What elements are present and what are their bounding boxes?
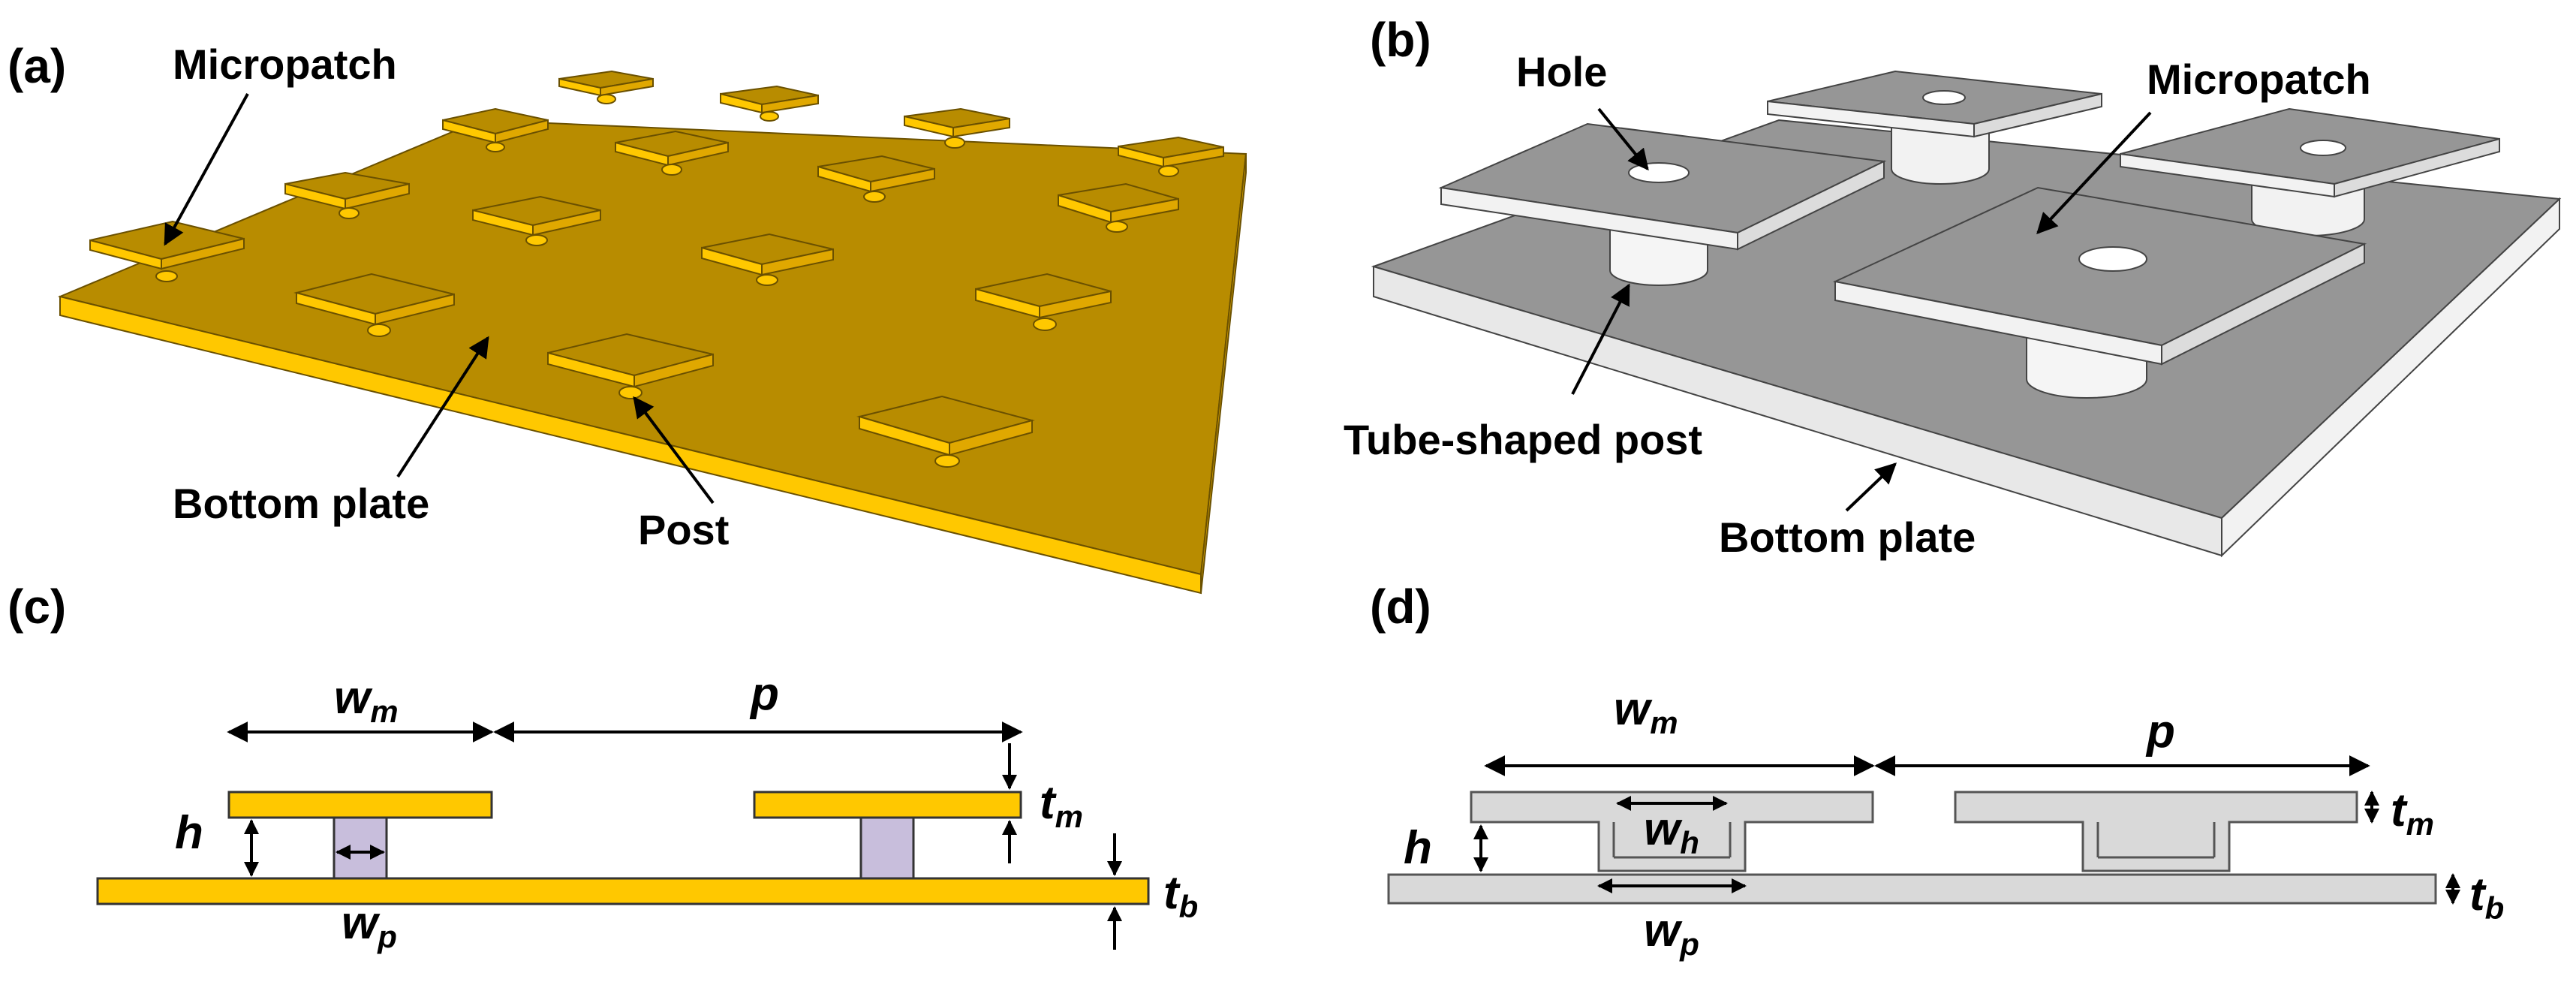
micropatch [975, 273, 1112, 331]
micropatch [558, 70, 654, 104]
post-section-c [859, 816, 915, 880]
hole-arrow [1597, 107, 1649, 171]
micropatch-array-gray [1438, 70, 2500, 366]
micropatch [1118, 136, 1224, 177]
wm-label-c: wm [334, 672, 399, 729]
micropatch-arrow-b [2036, 111, 2152, 235]
micropatch [720, 85, 819, 122]
panel-b: (b) Hole Micropatch Tube-shaped post Bot… [1344, 13, 2562, 561]
post-arrow-a [633, 396, 715, 505]
hole-label: Hole [1516, 48, 1607, 95]
post-section-c [333, 816, 388, 880]
h-label-d: h [1404, 822, 1432, 874]
bottom-plate-label-a: Bottom plate [173, 480, 429, 527]
micropatch [1832, 186, 2367, 366]
micropatch [856, 395, 1035, 468]
panel-b-letter: (b) [1370, 13, 1431, 67]
h-label-c: h [175, 807, 203, 859]
bottom-plate-section-c [96, 877, 1150, 905]
micropatch-array-gold [89, 70, 1224, 468]
tb-label-d: tb [2469, 869, 2504, 926]
micropatch [1438, 122, 1887, 251]
panel-a-letter: (a) [8, 39, 66, 93]
bottom-plate-arrow-b [1845, 462, 1897, 512]
micropatch [442, 107, 549, 152]
micropatch [615, 130, 729, 176]
bottom-plate-arrow-a [396, 336, 489, 478]
bottom-plate-label-b: Bottom plate [1719, 514, 1976, 561]
hole-icon [2300, 140, 2346, 156]
panel-c-letter: (c) [8, 580, 66, 634]
p-label-c: p [749, 668, 779, 720]
wp-label-c: wp [342, 897, 397, 954]
wp-label-d: wp [1644, 905, 1699, 962]
micropatch-label-a: Micropatch [173, 41, 397, 88]
micropatch [1058, 182, 1179, 233]
hole-icon [2078, 246, 2147, 272]
micropatch-section-c [753, 791, 1022, 819]
panel-c: (c) wm p h tm tb wp [8, 580, 1198, 954]
micropatch [2120, 107, 2500, 198]
micropatch-section-d [1954, 791, 2358, 872]
micropatch [547, 333, 714, 399]
micropatch [904, 107, 1010, 149]
hole-icon [1922, 90, 1966, 105]
micropatch [701, 233, 834, 286]
micropatch-label-b: Micropatch [2147, 56, 2371, 103]
micropatch [817, 155, 935, 203]
micropatch [472, 195, 601, 246]
wm-label-d: wm [1614, 683, 1678, 740]
tm-label-c: tm [1040, 777, 1083, 834]
wh-label-d: wh [1644, 803, 1699, 860]
micropatch [293, 273, 455, 337]
hole-icon [1628, 162, 1690, 183]
micropatch-section-d [1470, 791, 1874, 872]
panel-d: (d) wm p h wh tm tb wp [1370, 580, 2504, 962]
panel-d-letter: (d) [1370, 580, 1431, 634]
micropatch-arrow-a [164, 93, 249, 246]
tb-label-c: tb [1163, 867, 1198, 924]
tube-post-label: Tube-shaped post [1344, 416, 1702, 463]
tube-post-arrow [1571, 283, 1630, 395]
bottom-plate-section-d [1387, 873, 2437, 905]
micropatch [284, 171, 410, 219]
p-label-d: p [2145, 706, 2175, 758]
panel-a: (a) Micropatch Bottom plate Post [8, 39, 1247, 595]
micropatch [1767, 70, 2102, 138]
tm-label-d: tm [2391, 785, 2434, 842]
post-label-a: Post [638, 506, 729, 553]
micropatch-section-c [227, 791, 493, 819]
